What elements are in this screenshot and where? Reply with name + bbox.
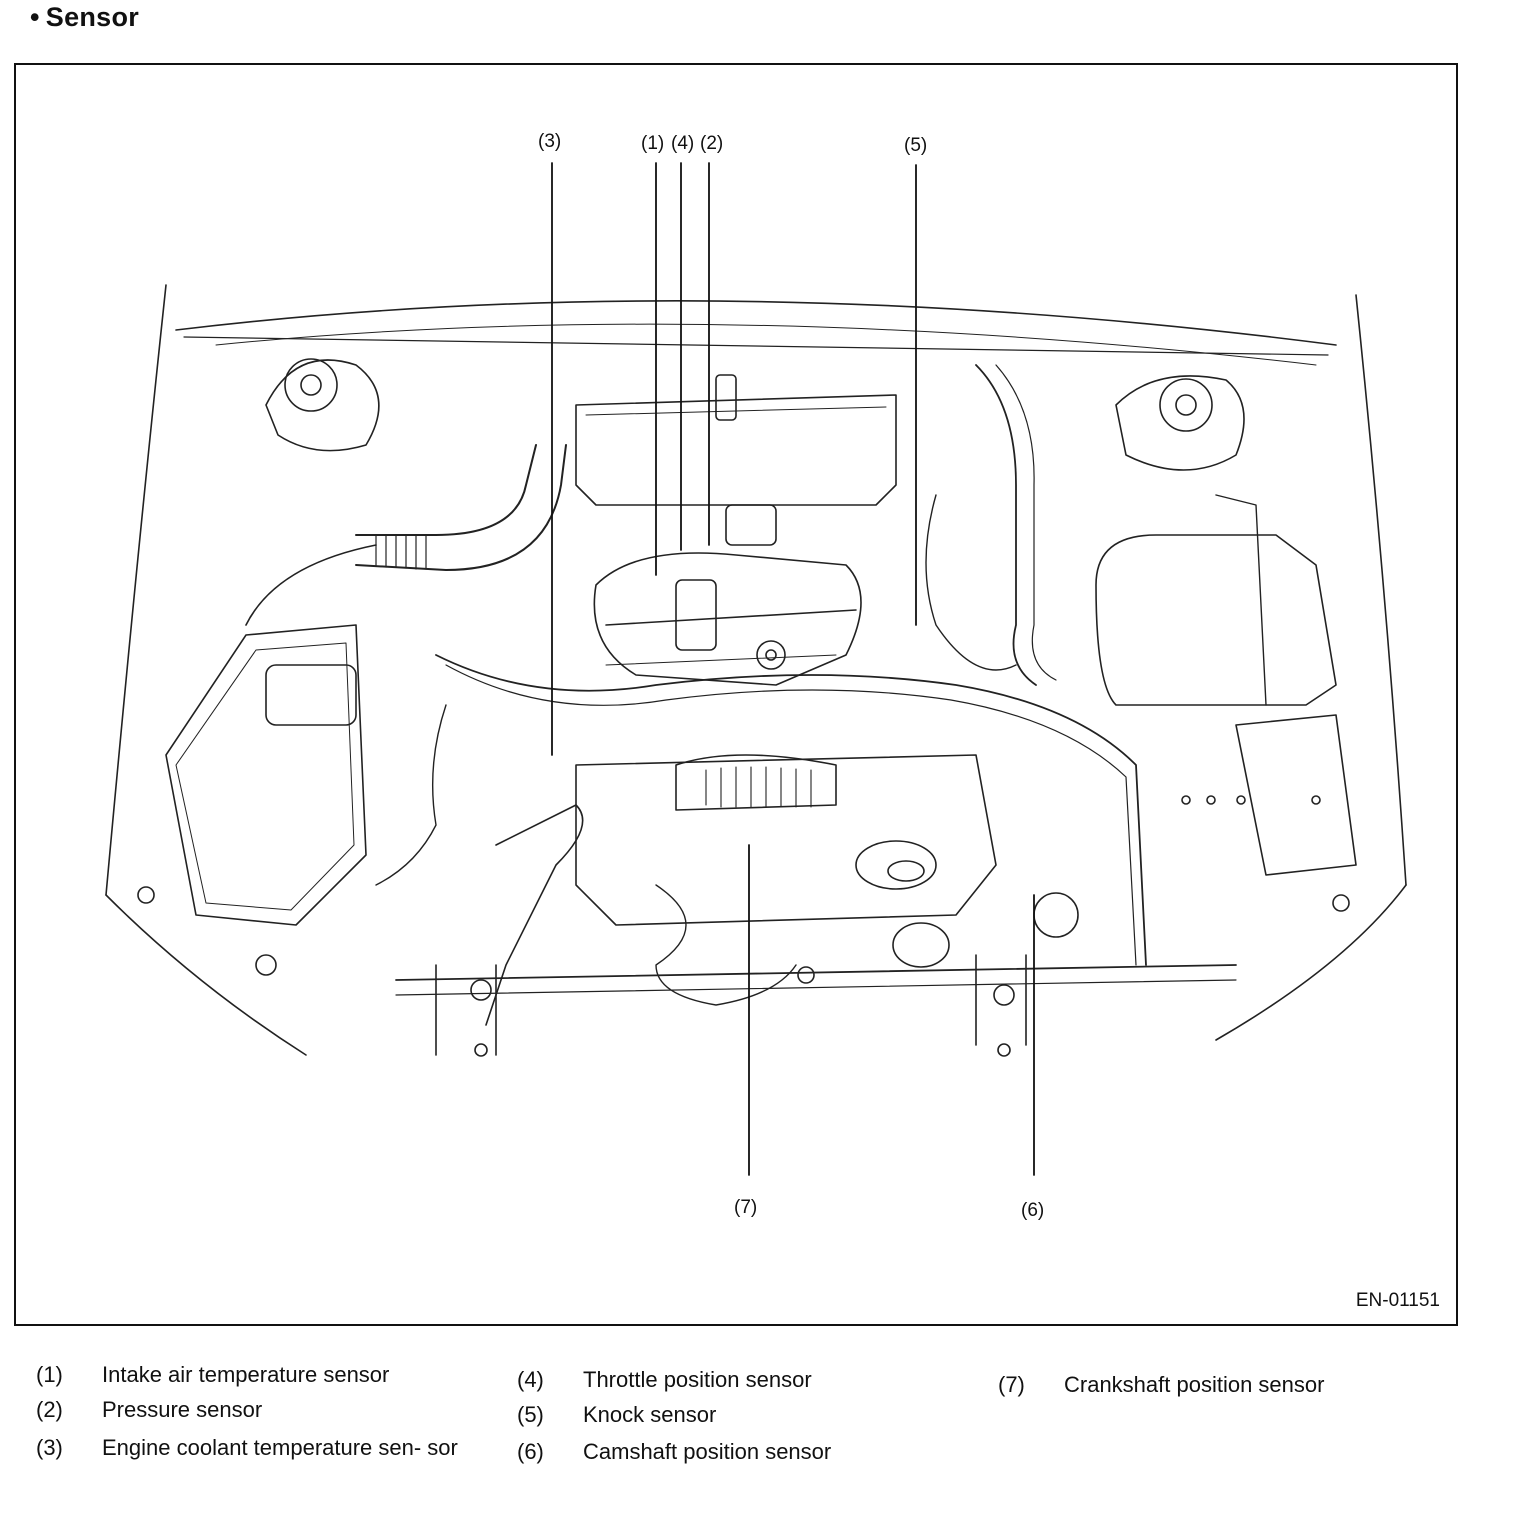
legend-label: Intake air temperature sensor — [102, 1362, 390, 1387]
callout-4: (4) — [671, 133, 695, 154]
legend-label: Pressure sensor — [102, 1397, 263, 1422]
legend-label: Engine coolant temperature sen- sor — [102, 1435, 458, 1460]
legend-item-5: (5) Knock sensor — [517, 1400, 977, 1430]
legend-label: Knock sensor — [583, 1402, 717, 1427]
legend-item-4: (4) Throttle position sensor — [517, 1365, 977, 1395]
heading-title: Sensor — [45, 2, 140, 32]
legend-number: (2) — [36, 1397, 63, 1422]
legend-item-6: (6) Camshaft position sensor — [517, 1437, 977, 1467]
legend-number: (5) — [517, 1402, 544, 1427]
callout-5: (5) — [904, 135, 928, 156]
legend-item-1: (1) Intake air temperature sensor — [36, 1360, 496, 1390]
callout-1: (1) — [641, 133, 665, 154]
section-heading: •Sensor — [30, 2, 139, 33]
callout-3: (3) — [538, 131, 562, 152]
legend-label: Crankshaft position sensor — [1064, 1372, 1325, 1397]
legend-label: Camshaft position sensor — [583, 1439, 832, 1464]
legend-number: (1) — [36, 1362, 63, 1387]
callout-7: (7) — [734, 1197, 758, 1218]
legend-number: (4) — [517, 1367, 544, 1392]
legend-number: (7) — [998, 1372, 1025, 1397]
heading-bullet: • — [30, 2, 40, 32]
callout-6: (6) — [1021, 1200, 1045, 1221]
engine-bay-illustration — [105, 162, 1407, 1176]
legend-item-3: (3) Engine coolant temperature sen- sor — [36, 1433, 496, 1493]
legend-item-7: (7) Crankshaft position sensor — [998, 1370, 1478, 1400]
engine-diagram-frame: (3) (1) (4) (2) (5) (7) (6) EN-01151 — [14, 63, 1458, 1326]
legend-number: (6) — [517, 1439, 544, 1464]
callout-2: (2) — [700, 133, 724, 154]
legend-label: Throttle position sensor — [583, 1367, 812, 1392]
legend-number: (3) — [36, 1435, 63, 1460]
figure-id: EN-01151 — [1355, 1290, 1440, 1311]
legend-item-2: (2) Pressure sensor — [36, 1395, 496, 1425]
